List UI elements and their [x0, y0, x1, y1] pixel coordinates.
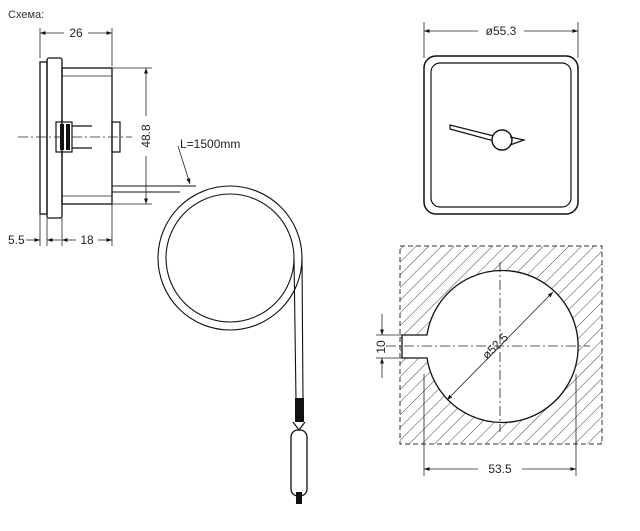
front-bezel	[46, 57, 63, 219]
front-flange	[39, 61, 48, 215]
capillary-tube	[157, 185, 308, 504]
dim-body-depth: 18	[80, 233, 94, 247]
dim-flange-thickness: 5.5	[8, 233, 25, 247]
side-view: 26 48.8 5.5 18 L=1500mm	[8, 26, 240, 247]
dim-height: 48.8	[139, 124, 153, 148]
gauge-needle	[449, 124, 495, 142]
dim-notch-height: 10	[374, 340, 388, 354]
dim-side-width: 26	[69, 26, 83, 40]
dim-cutout-width: 53.5	[488, 462, 512, 476]
front-view: ø55.3	[423, 22, 579, 215]
sensor-bulb	[290, 429, 308, 497]
panel-cutout-view: ø52.5 10 53.5	[374, 245, 603, 476]
dim-capillary-length: L=1500mm	[180, 137, 240, 151]
needle-hub	[491, 129, 513, 151]
front-face-outer	[423, 55, 579, 215]
front-face-inner	[430, 62, 572, 208]
dim-front-diameter: ø55.3	[486, 24, 517, 38]
caption-label: Схема:	[8, 9, 44, 21]
capillary-loop	[157, 185, 303, 331]
